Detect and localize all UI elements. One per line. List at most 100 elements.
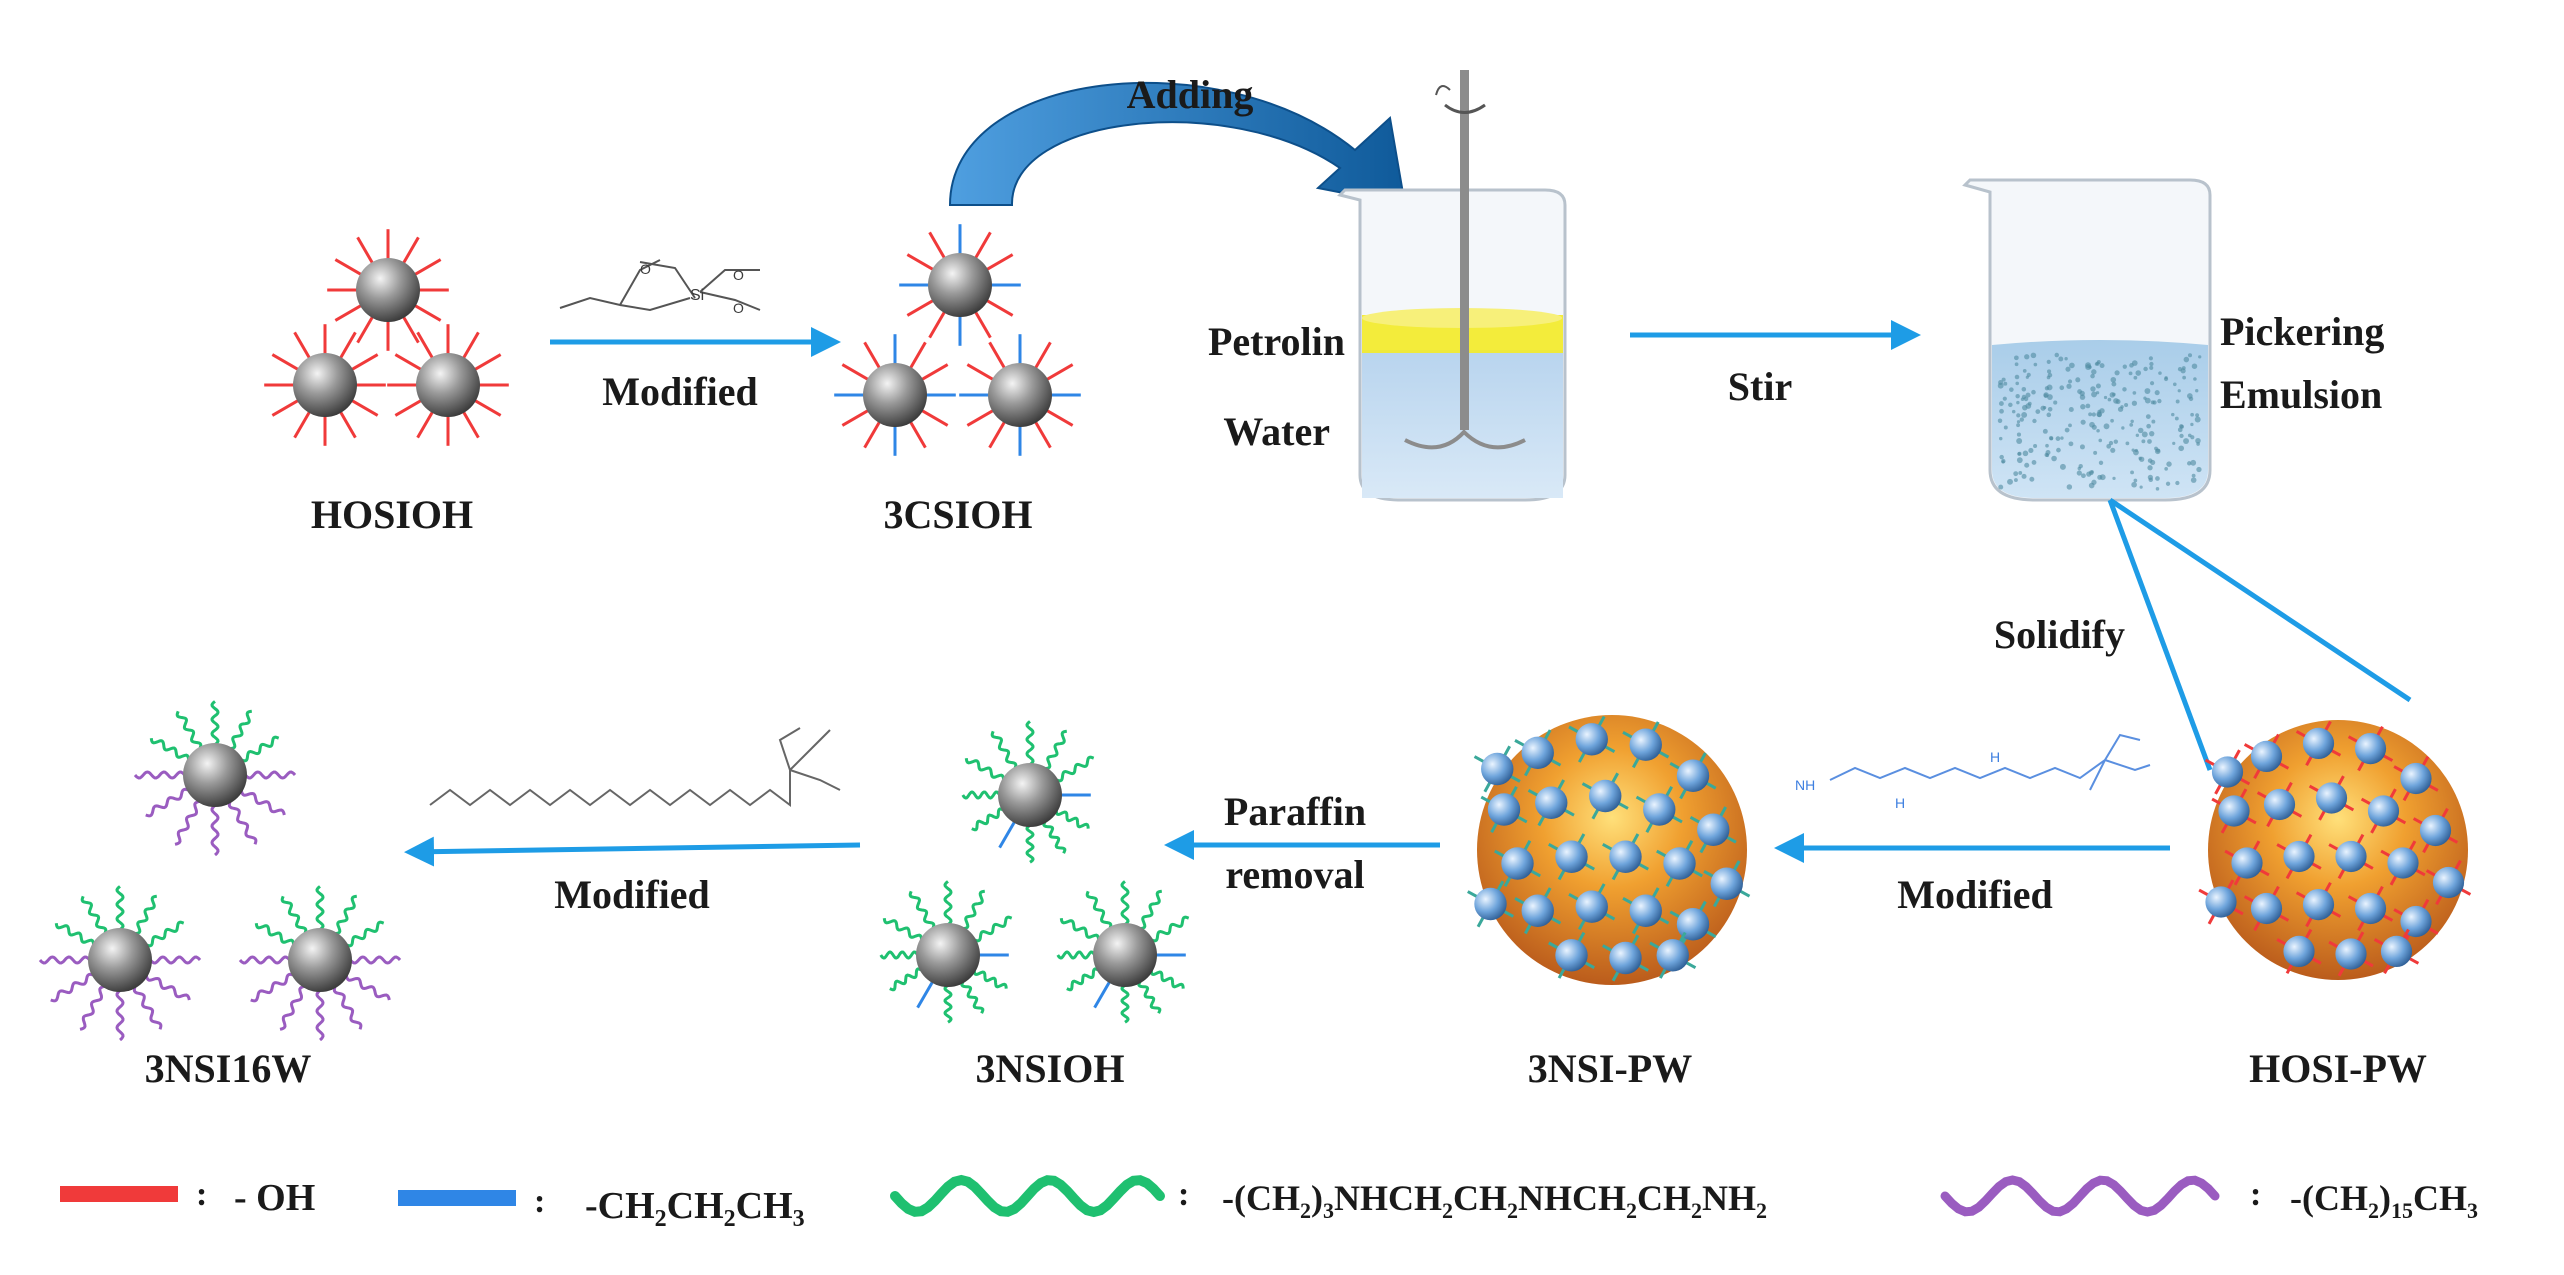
ligand-chain: [1120, 984, 1130, 1024]
droplet: [2014, 362, 2019, 367]
droplet: [2077, 389, 2083, 394]
silica-particle: [2328, 931, 2374, 977]
droplet: [2093, 450, 2098, 455]
droplet: [2045, 450, 2051, 456]
legend-propyl-swatch: [398, 1190, 516, 1206]
silica-particle: [1622, 887, 1670, 935]
mol-right-h1: H: [1895, 795, 1905, 811]
silica-particle: [1480, 786, 1528, 833]
silica-particle: [2256, 781, 2303, 828]
particle-core: [1521, 894, 1554, 927]
label-petrolin: Petrolin: [1208, 319, 1345, 364]
droplet: [2032, 418, 2037, 424]
droplet: [2177, 427, 2183, 433]
particle-core: [1629, 728, 1662, 761]
droplet: [2131, 400, 2138, 406]
droplet: [2018, 471, 2023, 475]
ligand-chain: [133, 770, 186, 780]
ligand-oh: [401, 236, 420, 265]
ligand-oh: [908, 420, 927, 449]
ligand-chain: [54, 923, 96, 946]
droplet: [2144, 397, 2151, 404]
ligand-chain: [115, 885, 125, 931]
label-water: Water: [1223, 409, 1330, 454]
hexadecylsilane-molecule: [429, 727, 841, 807]
particle-core: [988, 363, 1052, 427]
ligand-chain: [971, 807, 1005, 832]
droplet: [2103, 395, 2108, 400]
silica-particle: [1689, 806, 1737, 854]
droplet: [2031, 460, 2037, 465]
legend-hexadecyl-label: -(CH2)15CH3: [2290, 1178, 2478, 1223]
droplet: [2076, 470, 2082, 476]
ligand-chain: [1025, 720, 1035, 766]
droplet: [2078, 463, 2083, 469]
ligand-chain: [134, 894, 157, 936]
droplet: [2080, 404, 2086, 410]
particle-core: [2315, 782, 2348, 814]
droplet: [2099, 408, 2105, 414]
droplet: [2098, 438, 2103, 443]
droplet: [2144, 388, 2151, 394]
droplet: [2088, 412, 2093, 417]
silica-particle: [2308, 775, 2355, 821]
droplet: [2058, 356, 2064, 362]
droplet: [2143, 396, 2147, 400]
particle-core: [356, 258, 420, 322]
droplet: [2011, 409, 2016, 414]
label-pickering: Pickering: [2220, 309, 2384, 354]
droplet: [2122, 387, 2127, 392]
particle-core: [1663, 847, 1696, 880]
ligand-oh: [988, 420, 1007, 449]
mol-right-h2: H: [1990, 749, 2000, 765]
droplet: [2166, 461, 2172, 467]
silica-particle: [2393, 755, 2439, 802]
ligand-chain: [1066, 967, 1100, 992]
droplet: [2145, 414, 2151, 419]
ligand-chain: [280, 895, 308, 935]
ligand-oh: [356, 315, 375, 344]
silica-particle: [1548, 931, 1595, 979]
silica-particle: [834, 334, 956, 456]
droplet: [2099, 474, 2106, 481]
ligand-oh: [920, 363, 949, 382]
droplet: [2191, 473, 2196, 478]
ligand-oh: [413, 303, 442, 322]
particle-core: [1697, 813, 1730, 846]
ligand-chain: [210, 804, 220, 857]
droplet: [2022, 369, 2027, 373]
particle-core: [1555, 840, 1588, 873]
droplet: [2110, 418, 2114, 423]
ligand-chain: [879, 950, 919, 960]
silica-particle: [899, 224, 1021, 346]
mol-top-si: Si: [690, 287, 704, 304]
ligand-oh: [350, 398, 379, 417]
droplet: [2016, 420, 2021, 424]
particle-core: [2263, 788, 2296, 821]
droplet: [2090, 373, 2095, 379]
droplet: [2090, 470, 2094, 474]
droplet: [2024, 354, 2030, 360]
ligand-oh: [271, 353, 300, 372]
ligand-oh: [966, 408, 995, 427]
droplet: [2178, 445, 2185, 452]
particle-core: [2335, 840, 2367, 873]
ligand-chain: [889, 967, 923, 992]
droplet: [2021, 412, 2028, 418]
droplet: [2080, 419, 2086, 425]
droplet: [2016, 423, 2021, 428]
silica-particle: [1602, 833, 1649, 881]
ligand-chain: [229, 709, 252, 751]
particle-core: [1676, 908, 1710, 941]
particle-core: [2205, 886, 2237, 918]
ligand-oh: [350, 353, 379, 372]
legend-sep-3: :: [1178, 1176, 1189, 1213]
droplet: [2187, 353, 2193, 358]
ligand-chain: [943, 880, 953, 926]
ligand-oh: [334, 258, 363, 277]
droplet: [2149, 381, 2155, 386]
droplet: [2106, 443, 2112, 449]
droplet: [2064, 427, 2070, 433]
ligand-oh: [413, 258, 442, 277]
